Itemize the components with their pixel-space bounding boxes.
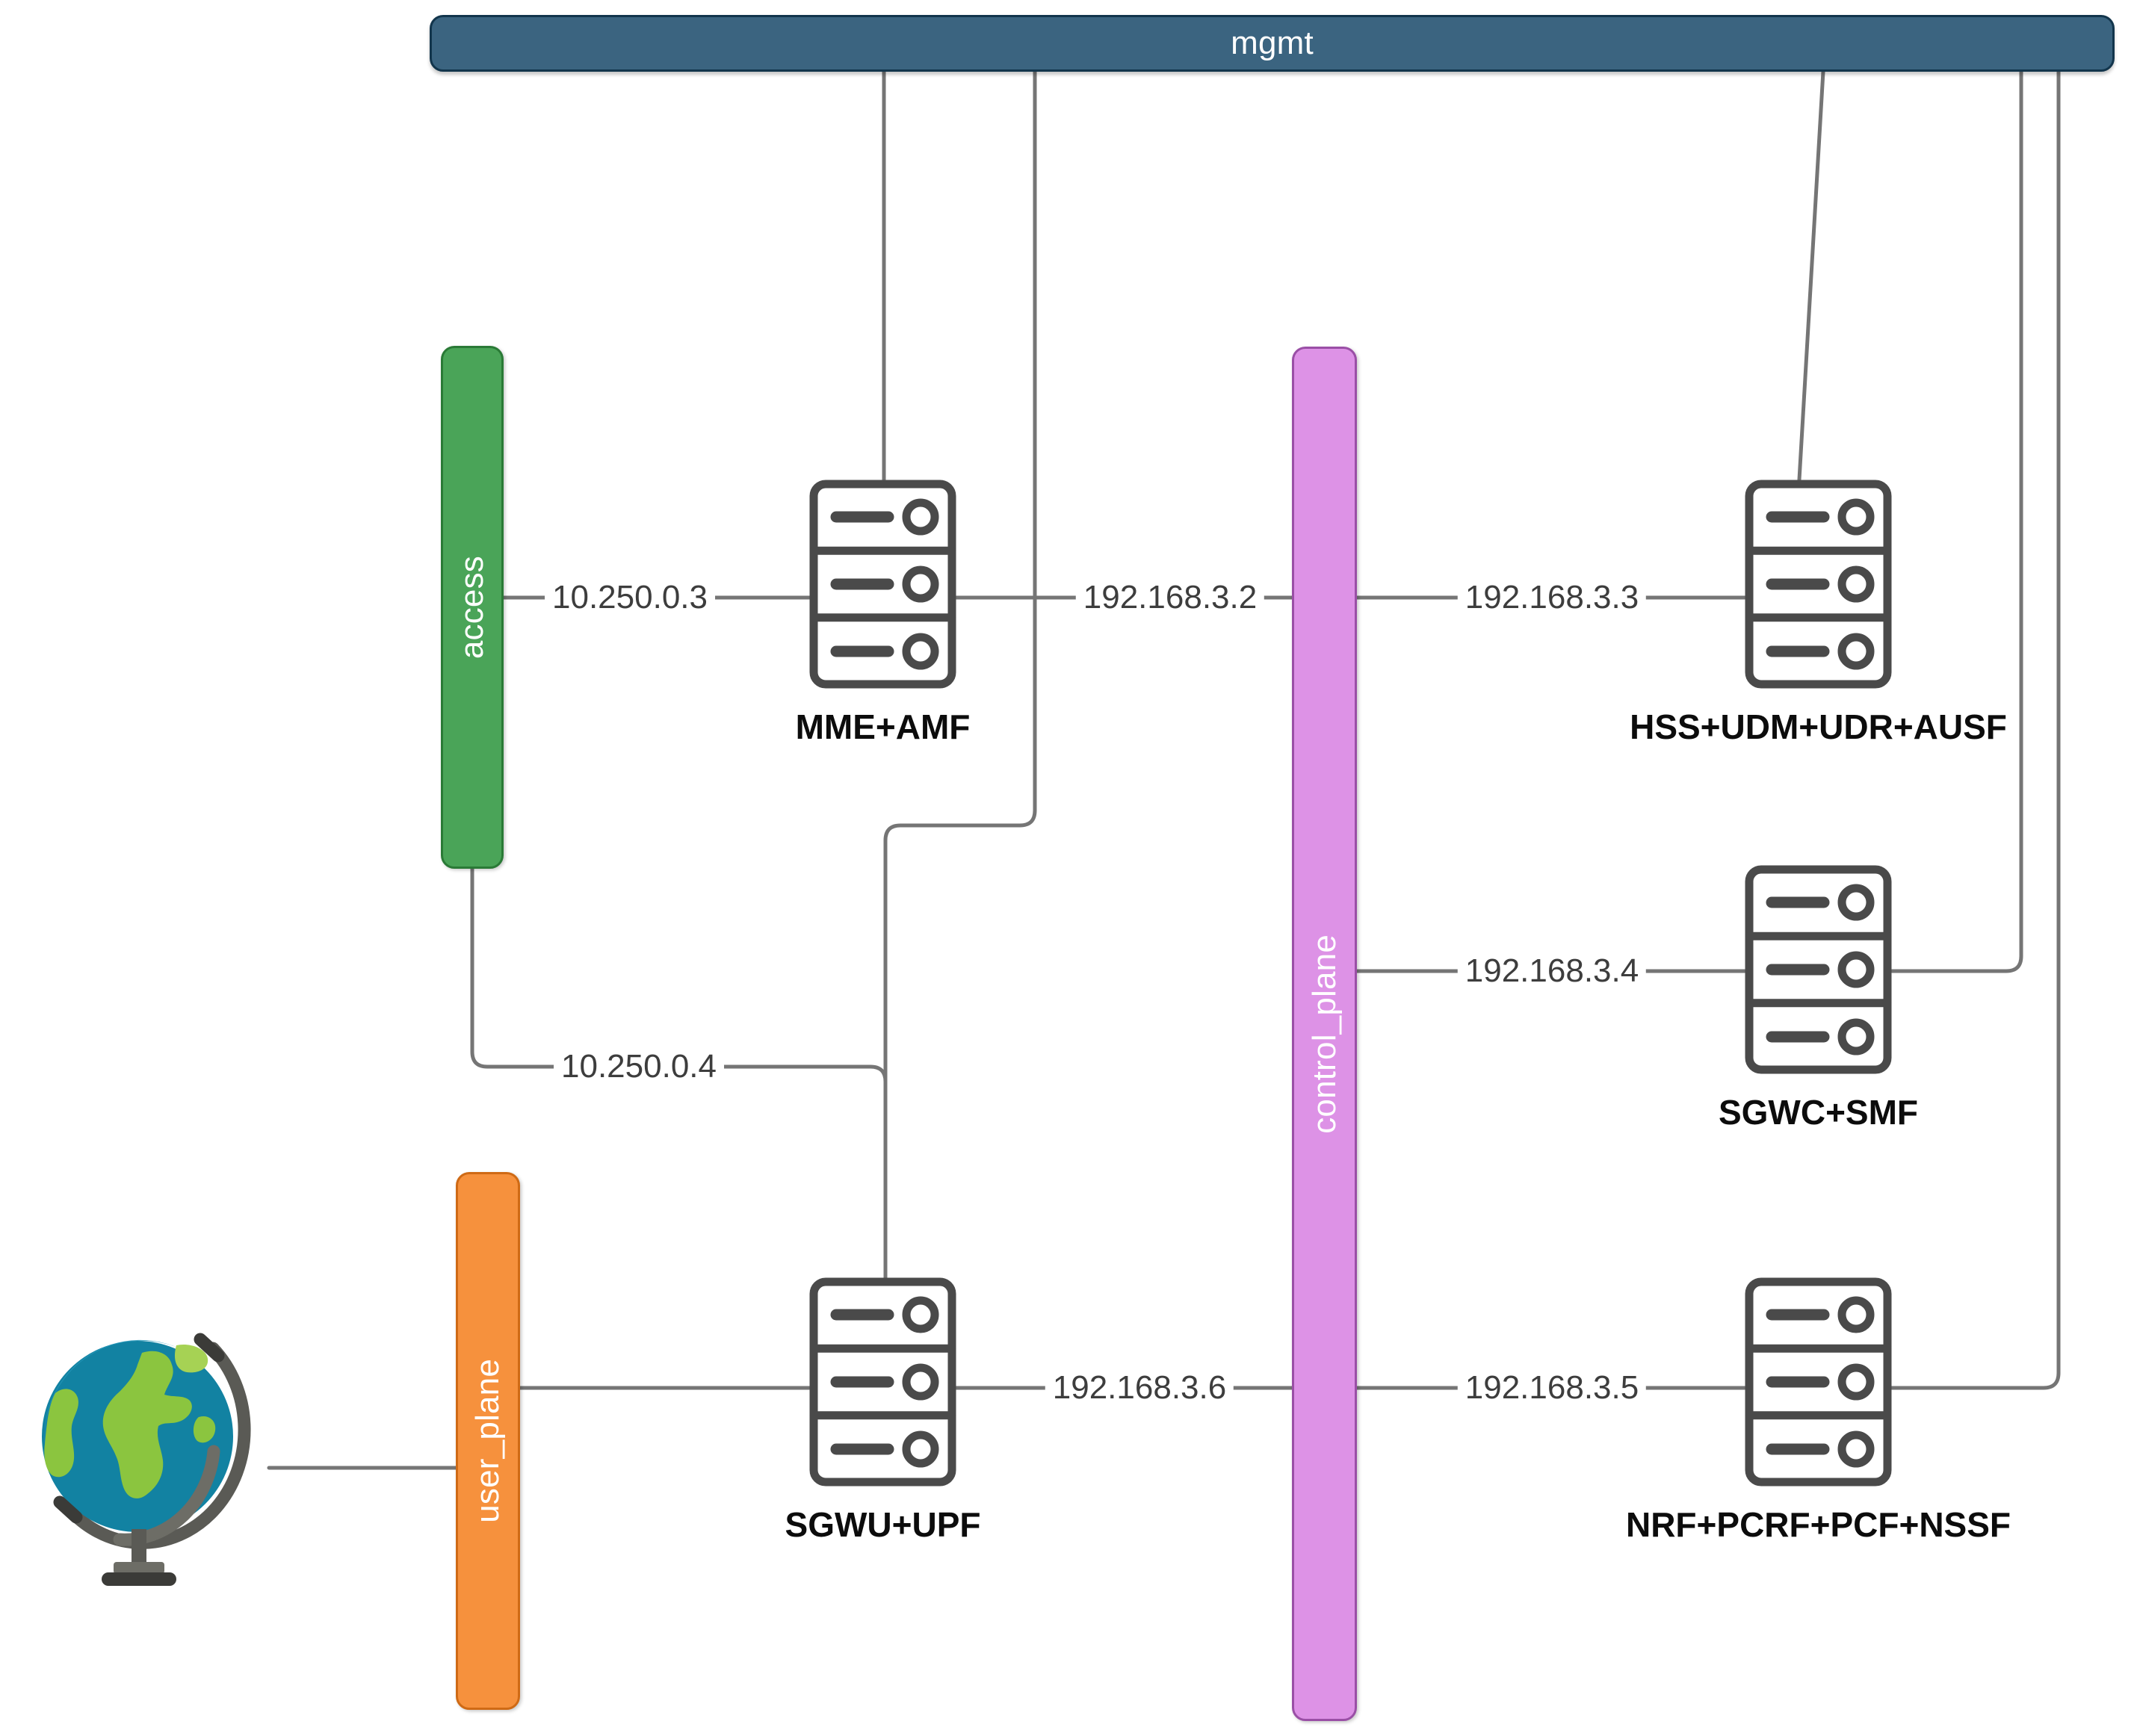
host-sgwu-upf[interactable]: SGWU+UPF — [785, 1277, 980, 1544]
zone-mgmt-label: mgmt — [1231, 25, 1314, 61]
server-icon — [1745, 1277, 1892, 1487]
zone-user-plane-label: user_plane — [469, 1359, 506, 1523]
globe-icon — [42, 1333, 251, 1586]
zone-control-plane-label: control_plane — [1305, 934, 1343, 1134]
server-icon — [1745, 480, 1892, 689]
edge-mgmt-sgwu — [883, 69, 1037, 1280]
host-nrf-pcrf-pcf-nssf[interactable]: NRF+PCRF+PCF+NSSF — [1626, 1277, 2011, 1544]
zone-access-label: access — [454, 555, 490, 660]
edge-mgmt-sgwc — [1890, 69, 2023, 973]
host-label: NRF+PCRF+PCF+NSSF — [1625, 1505, 2011, 1544]
host-label: MME+AMF — [795, 707, 971, 746]
host-hss-udm-udr-ausf[interactable]: HSS+UDM+UDR+AUSF — [1630, 480, 2007, 746]
edge-label-mme-controlplane: 192.168.3.2 — [1075, 581, 1265, 614]
edge-label-sgwu-controlplane: 192.168.3.6 — [1045, 1371, 1234, 1404]
host-mme-amf[interactable]: MME+AMF — [796, 480, 970, 746]
edge-mgmt-nrf — [1890, 69, 2061, 1390]
host-label: SGWC+SMF — [1718, 1093, 1919, 1132]
edge-label-access-mme: 10.250.0.3 — [545, 581, 715, 614]
zone-control-plane[interactable]: control_plane — [1292, 347, 1357, 1721]
edge-mgmt-hss — [1797, 69, 1825, 482]
host-label: SGWU+UPF — [785, 1505, 981, 1544]
host-label: HSS+UDM+UDR+AUSF — [1630, 707, 2007, 746]
zone-access[interactable]: access — [441, 346, 504, 869]
edge-label-controlplane-nrf: 192.168.3.5 — [1457, 1371, 1647, 1404]
host-sgwc-smf[interactable]: SGWC+SMF — [1719, 865, 1918, 1132]
server-icon — [809, 480, 956, 689]
internet-node[interactable] — [30, 1326, 254, 1587]
edge-label-controlplane-sgwc: 192.168.3.4 — [1457, 955, 1647, 988]
zone-mgmt[interactable]: mgmt — [430, 15, 2115, 72]
server-icon — [1745, 865, 1892, 1074]
zone-user-plane[interactable]: user_plane — [456, 1172, 520, 1710]
edge-label-controlplane-hss: 192.168.3.3 — [1457, 581, 1647, 614]
server-icon — [809, 1277, 956, 1487]
edge-label-access-sgwu: 10.250.0.4 — [554, 1050, 724, 1083]
